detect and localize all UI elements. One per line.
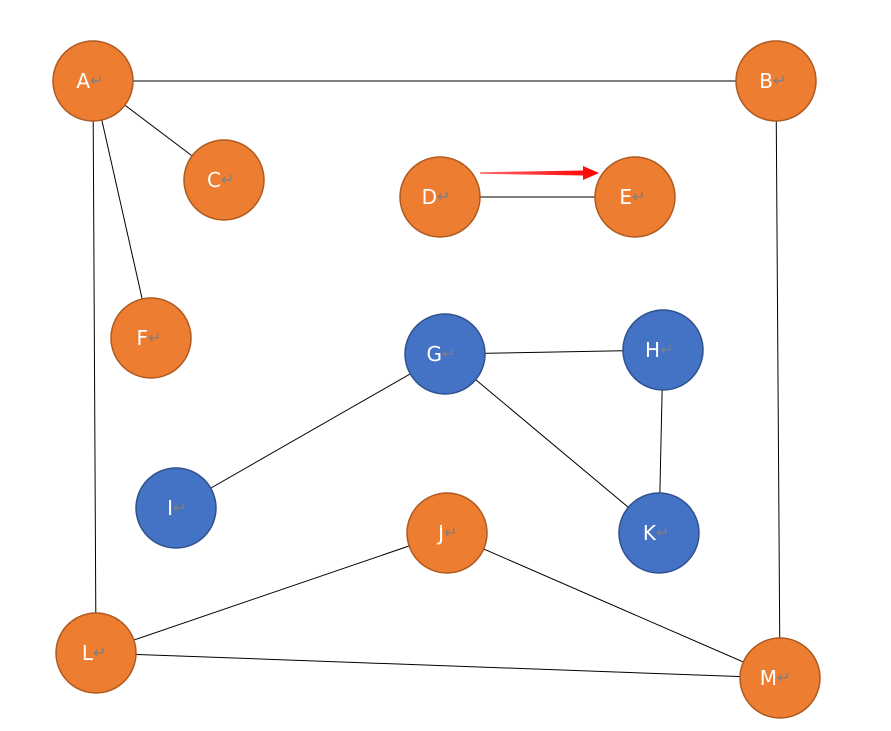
paragraph-mark-icon: ↵ (148, 328, 161, 347)
node-label: I (167, 496, 173, 520)
node-circle (52, 40, 134, 122)
node-circle (399, 156, 481, 238)
node-k: K↵ (618, 492, 700, 574)
node-b: B↵ (735, 40, 817, 122)
arrow-d-e (480, 166, 599, 180)
edge-a-f (92, 80, 152, 339)
node-label: L (82, 641, 94, 665)
node-e: E↵ (594, 156, 676, 238)
node-label: E (619, 185, 632, 209)
node-circle (110, 297, 192, 379)
node-circle (404, 313, 486, 395)
node-circle (735, 40, 817, 122)
paragraph-mark-icon: ↵ (632, 187, 645, 206)
paragraph-mark-icon: ↵ (656, 523, 669, 542)
paragraph-mark-icon: ↵ (444, 523, 457, 542)
node-h: H↵ (622, 309, 704, 391)
node-circle (622, 309, 704, 391)
paragraph-mark-icon: ↵ (777, 668, 790, 687)
node-label: G (427, 342, 443, 366)
edge-g-i (175, 353, 446, 509)
node-a: A↵ (52, 40, 134, 122)
node-label: F (136, 326, 148, 350)
paragraph-mark-icon: ↵ (173, 498, 186, 517)
node-g: G↵ (404, 313, 486, 395)
paragraph-mark-icon: ↵ (442, 344, 455, 363)
paragraph-mark-icon: ↵ (221, 170, 234, 189)
node-label: H (645, 338, 660, 362)
node-d: D↵ (399, 156, 481, 238)
node-label: C (207, 168, 221, 192)
paragraph-mark-icon: ↵ (93, 643, 106, 662)
node-label: A (76, 69, 90, 93)
node-circle (55, 612, 137, 694)
node-circle (594, 156, 676, 238)
paragraph-mark-icon: ↵ (90, 71, 103, 90)
node-c: C↵ (183, 139, 265, 221)
node-label: J (436, 521, 444, 545)
node-label: K (643, 521, 657, 545)
arrows-layer (480, 166, 599, 180)
paragraph-mark-icon: ↵ (660, 340, 673, 359)
edge-j-l (95, 532, 448, 654)
node-label: B (759, 69, 773, 93)
edge-b-m (775, 80, 781, 679)
node-j: J↵ (406, 492, 488, 574)
paragraph-mark-icon: ↵ (773, 71, 786, 90)
node-label: D (422, 185, 437, 209)
edge-g-k (444, 353, 660, 534)
node-label: M (760, 666, 777, 690)
node-m: M↵ (739, 637, 821, 719)
nodes-layer: A↵B↵C↵D↵E↵F↵G↵H↵I↵J↵K↵L↵M↵ (52, 40, 821, 719)
node-i: I↵ (135, 467, 217, 549)
node-circle (739, 637, 821, 719)
node-circle (618, 492, 700, 574)
paragraph-mark-icon: ↵ (437, 187, 450, 206)
node-circle (135, 467, 217, 549)
node-circle (183, 139, 265, 221)
node-l: L↵ (55, 612, 137, 694)
edge-j-m (446, 532, 781, 679)
node-f: F↵ (110, 297, 192, 379)
edge-a-l (92, 80, 97, 654)
node-circle (406, 492, 488, 574)
edge-l-m (95, 652, 781, 679)
